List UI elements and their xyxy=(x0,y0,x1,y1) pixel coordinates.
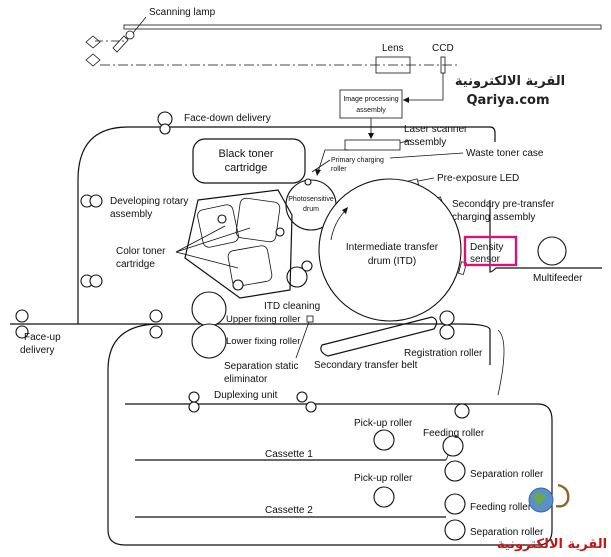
label-feeding-1: Feeding roller xyxy=(423,428,485,439)
label-primary-charging-1: Primary charging xyxy=(331,157,384,164)
photosensitive-drum: Photosensitive drum xyxy=(285,178,337,288)
watermark-top: القرية الالكترونية Qariya.com xyxy=(455,74,565,108)
label-density-sensor-2: sensor xyxy=(470,254,501,265)
label-secondary-pre-transfer-2: charging assembly xyxy=(452,212,535,223)
developing-rotary: Developing rotary assembly Color toner c… xyxy=(110,189,293,299)
multifeeder: Multifeeder xyxy=(533,236,583,284)
intermediate-transfer-drum: Intermediate transfer drum (ITD) xyxy=(318,178,467,322)
label-face-up-1: Face-up xyxy=(24,332,61,343)
label-lens: Lens xyxy=(382,43,404,54)
label-image-processing-2: assembly xyxy=(356,107,386,114)
fixing-assembly: ITD cleaning Upper fixing roller Lower f… xyxy=(191,291,320,385)
watermark-arabic-bottom: القرية الالكترونية xyxy=(497,537,607,552)
secondary-transfer-belt: Secondary transfer belt xyxy=(314,316,438,371)
label-separation-2: Separation roller xyxy=(470,527,544,538)
duplexing-unit: Duplexing unit xyxy=(188,390,470,419)
label-pickup-1: Pick-up roller xyxy=(354,418,413,429)
cassette-2: Cassette 2 Pick-up roller Feeding roller… xyxy=(135,473,544,541)
label-color-toner-2: cartridge xyxy=(116,259,155,270)
face-down-delivery: Face-down delivery xyxy=(80,111,271,288)
highlight-box xyxy=(463,235,518,267)
label-upper-fixing: Upper fixing roller xyxy=(226,314,300,325)
label-developing-rotary-2: assembly xyxy=(110,209,152,220)
label-separation-1: Separation roller xyxy=(470,469,544,480)
watermark-arabic-top: القرية الالكترونية xyxy=(455,74,565,89)
label-laser-scanner-1: Laser scanner xyxy=(404,124,468,135)
label-pickup-2: Pick-up roller xyxy=(354,473,413,484)
label-ccd: CCD xyxy=(432,43,454,54)
label-face-down: Face-down delivery xyxy=(184,113,271,124)
face-up-delivery: Face-up delivery xyxy=(15,309,163,356)
label-duplexing: Duplexing unit xyxy=(214,390,278,401)
label-primary-charging-2: roller xyxy=(331,166,347,173)
registration-rollers: Registration roller xyxy=(404,310,483,359)
printer-body xyxy=(10,126,602,546)
label-image-processing-1: Image processing xyxy=(343,96,398,103)
label-developing-rotary-1: Developing rotary xyxy=(110,196,188,207)
label-photosensitive-1: Photosensitive xyxy=(288,196,334,203)
label-laser-scanner-2: assembly xyxy=(404,137,446,148)
scanning-lamp-icon xyxy=(125,30,135,40)
label-separation-static-1: Separation static xyxy=(224,361,299,372)
black-toner-cartridge: Black toner cartridge xyxy=(192,138,306,184)
label-waste-toner: Waste toner case xyxy=(466,148,544,159)
density-sensor-callout: Density sensor xyxy=(463,235,518,267)
label-itd-cleaning: ITD cleaning xyxy=(264,301,320,312)
label-registration: Registration roller xyxy=(404,348,483,359)
label-cassette-2: Cassette 2 xyxy=(265,505,313,516)
mirror-1 xyxy=(85,35,101,49)
lens xyxy=(375,56,411,74)
label-black-toner-2: cartridge xyxy=(225,162,268,174)
cassette-1: Cassette 1 Pick-up roller Feeding roller… xyxy=(135,418,544,482)
label-multifeeder: Multifeeder xyxy=(533,273,583,284)
scanner-section: Scanning lamp Lens CCD Image processing … xyxy=(85,7,602,139)
label-secondary-transfer-belt: Secondary transfer belt xyxy=(314,360,418,371)
label-secondary-pre-transfer-1: Secondary pre-transfer xyxy=(452,199,555,210)
watermark-latin: Qariya.com xyxy=(466,93,549,108)
laser-scanner-box xyxy=(344,139,401,151)
label-face-up-2: delivery xyxy=(20,345,54,356)
label-density-sensor-1: Density xyxy=(470,242,503,253)
label-separation-static-2: eliminator xyxy=(224,374,268,385)
label-itd-2: drum (ITD) xyxy=(368,256,416,267)
label-photosensitive-2: drum xyxy=(303,206,319,213)
separation-static-eliminator xyxy=(306,315,314,323)
label-cassette-1: Cassette 1 xyxy=(265,449,313,460)
label-pre-exposure: Pre-exposure LED xyxy=(437,173,519,184)
label-itd-1: Intermediate transfer xyxy=(346,242,439,253)
label-scanning-lamp: Scanning lamp xyxy=(149,7,216,18)
mirror-2 xyxy=(85,53,101,67)
label-black-toner-1: Black toner xyxy=(218,148,273,160)
laser-assembly: Laser scanner assembly Primary charging … xyxy=(311,124,555,223)
label-feeding-2: Feeding roller xyxy=(470,502,532,513)
watermark-bottom: القرية الالكترونية xyxy=(497,483,607,552)
label-color-toner-1: Color toner xyxy=(116,246,166,257)
label-lower-fixing: Lower fixing roller xyxy=(226,336,300,347)
mirror-3 xyxy=(112,35,129,53)
